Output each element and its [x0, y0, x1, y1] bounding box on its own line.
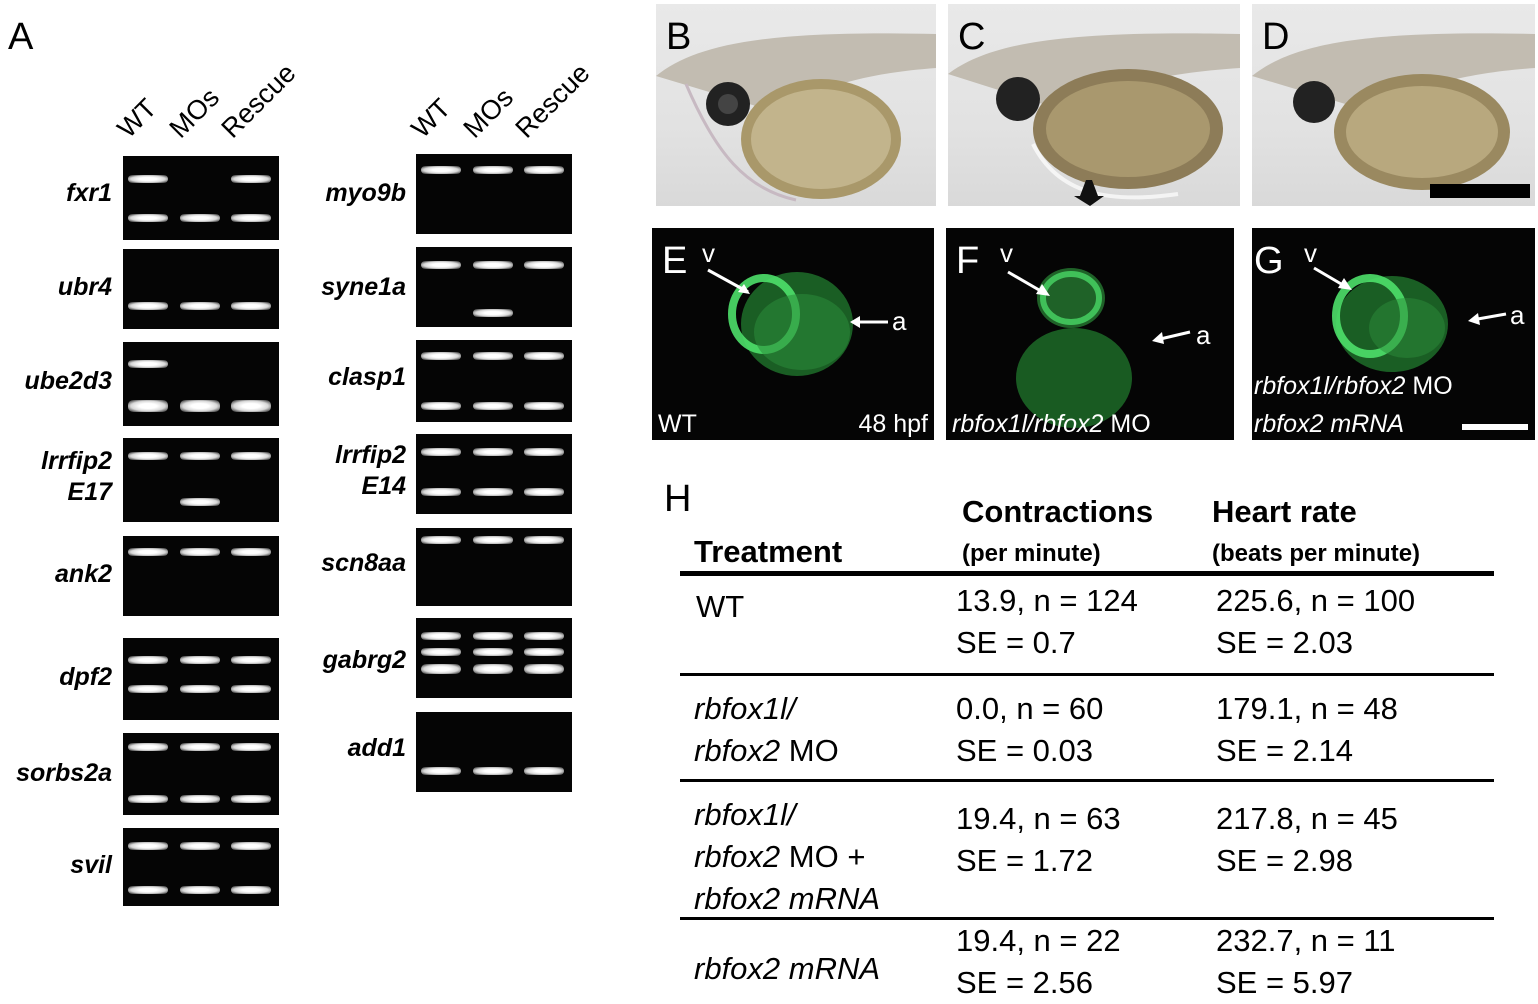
gel-blot-ube2d3 — [123, 342, 279, 426]
ventricle-label: v — [702, 238, 715, 268]
heart-illustration-e — [707, 268, 888, 376]
gene-label: clasp1 — [328, 363, 406, 391]
column-header-heart-rate: Heart rate — [1212, 494, 1357, 529]
embryo-illustration-c — [948, 33, 1240, 206]
embryo-illustration-b — [656, 33, 936, 202]
photo-panel-b: B — [656, 4, 936, 206]
gel-blot-syne1a — [416, 247, 572, 327]
atrium-label: a — [1510, 300, 1525, 330]
panel-label-c: C — [958, 16, 986, 58]
gel-blot-clasp1 — [416, 340, 572, 422]
gel-blot-dpf2 — [123, 638, 279, 720]
embryo-illustration-d — [1252, 33, 1535, 198]
panel-label-a: A — [8, 16, 34, 58]
photo-panel-f: F v a rbfox1l/rbfox2 MO — [946, 228, 1234, 440]
gene-label: ube2d3 — [24, 367, 112, 395]
ventricle-label: v — [1304, 238, 1317, 268]
column-header-treatment: Treatment — [694, 534, 843, 569]
caption-morpholino: rbfox1l/rbfox2 MO — [1254, 372, 1453, 400]
panel-label-b: B — [666, 16, 692, 58]
cell-treatment: rbfox1l/rbfox2 MO — [694, 691, 839, 768]
gel-blot-ubr4 — [123, 249, 279, 329]
scale-bar — [1430, 184, 1530, 198]
column-header-contractions: Contractions — [962, 494, 1154, 529]
gene-label: scn8aa — [321, 549, 406, 577]
gene-label: add1 — [347, 734, 406, 762]
panel-label-f: F — [956, 240, 980, 282]
lane-header-wt-right: WT — [405, 92, 457, 144]
gel-blot-lrrfip2-e17 — [123, 438, 279, 522]
gel-blot-gabrg2 — [416, 618, 572, 698]
gene-label: sorbs2a — [16, 759, 112, 787]
gene-label: syne1a — [321, 273, 406, 301]
gene-label: dpf2 — [59, 663, 112, 691]
gel-blot-lrrfip2-e14 — [416, 434, 572, 514]
gel-blot-ank2 — [123, 536, 279, 616]
photo-panel-e: E v a WT 48 hpf — [652, 228, 934, 440]
photo-panel-d: D — [1252, 4, 1535, 206]
table-rule — [680, 917, 1494, 920]
gel-blot-myo9b — [416, 154, 572, 234]
heart-illustration-g — [1313, 266, 1528, 430]
gel-blot-sorbs2a — [123, 733, 279, 815]
column-unit-heart-rate: (beats per minute) — [1212, 540, 1421, 567]
table-rule-header — [680, 571, 1494, 576]
lane-header-wt-left: WT — [111, 92, 163, 144]
cell-treatment: rbfox1l/rbfox2 MO +rbfox2 mRNA — [694, 797, 881, 916]
lane-header-mos-left: MOs — [163, 82, 226, 144]
panel-label-g: G — [1254, 240, 1284, 282]
scale-bar — [1462, 424, 1528, 430]
column-unit-contractions: (per minute) — [962, 540, 1101, 567]
photo-panel-g: G v a rbfox1l/rbfox2 MO rbfox2 mRNA — [1252, 228, 1535, 440]
caption-morpholino: rbfox1l/rbfox2 MO — [952, 410, 1151, 438]
atrium-label: a — [892, 306, 907, 336]
arrow-icon — [1074, 180, 1104, 206]
panel-label-e: E — [662, 240, 688, 282]
gene-label: myo9b — [325, 179, 406, 207]
gene-label: ubr4 — [57, 273, 112, 301]
lane-header-rescue-right: Rescue — [509, 57, 596, 144]
panel-label-d: D — [1262, 16, 1290, 58]
caption-48hpf: 48 hpf — [858, 410, 928, 438]
gene-label: fxr1 — [66, 179, 112, 207]
atrium-label: a — [1196, 320, 1211, 350]
lane-header-rescue-left: Rescue — [215, 57, 302, 144]
gel-blot-add1 — [416, 712, 572, 792]
cell-treatment: WT — [696, 589, 745, 624]
gene-label: svil — [70, 851, 112, 879]
gene-label: gabrg2 — [322, 646, 406, 674]
table-rule — [680, 673, 1494, 676]
gene-label: ank2 — [55, 560, 112, 588]
lane-header-mos-right: MOs — [457, 82, 520, 144]
caption-mrna: rbfox2 mRNA — [1254, 410, 1405, 438]
gel-blot-scn8aa — [416, 528, 572, 606]
cell-treatment: rbfox2 mRNA — [694, 951, 881, 986]
panel-label-h: H — [664, 478, 692, 520]
gel-blot-fxr1 — [123, 156, 279, 240]
caption-wt: WT — [658, 410, 697, 438]
table-rule — [680, 779, 1494, 782]
gel-blot-svil — [123, 828, 279, 906]
heart-illustration-f — [1007, 268, 1191, 428]
photo-panel-c: C — [948, 4, 1240, 206]
ventricle-label: v — [1000, 238, 1013, 268]
